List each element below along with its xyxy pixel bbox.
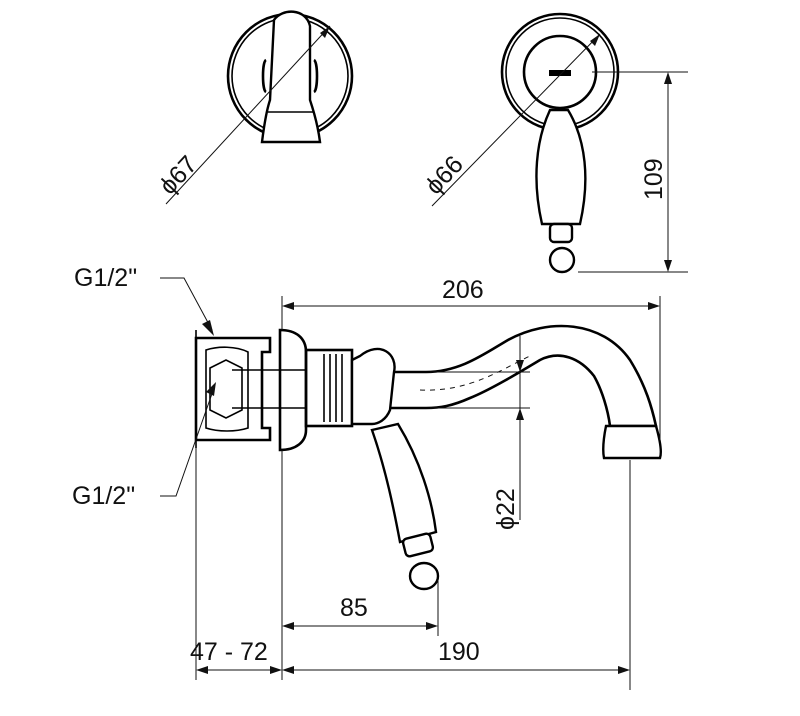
dim109-label: 109 <box>640 158 668 200</box>
lever-body <box>350 347 396 426</box>
dim4772-label: 47 - 72 <box>190 638 268 666</box>
thread-top-arrow <box>202 320 214 336</box>
front-view: ϕ67 <box>154 10 354 205</box>
thread-bottom-arrow <box>206 382 216 396</box>
dia67-label: ϕ67 <box>154 150 203 200</box>
rear-handle-collar <box>548 222 574 244</box>
thread-bottom-label: G1/2" <box>72 482 135 510</box>
dia66-arrowhead <box>590 34 600 46</box>
lever-knob <box>408 561 440 591</box>
dim4772-arrow-left <box>196 666 208 674</box>
dim206-label: 206 <box>442 276 484 304</box>
dim190-label: 190 <box>438 638 480 666</box>
rear-screw-slot <box>549 70 571 76</box>
front-body-right <box>312 58 319 94</box>
dim4772-arrow-right <box>270 666 282 674</box>
dim190-arrow-right <box>618 666 630 674</box>
inlet-nut <box>209 359 243 419</box>
dim85-arrow-left <box>282 622 294 630</box>
dim190-arrow-left <box>282 666 294 674</box>
dim206-arrow-left <box>282 302 294 310</box>
front-handle <box>260 10 322 144</box>
lever-grip <box>370 422 438 544</box>
dia67-leader <box>165 25 331 205</box>
dia22-label: ϕ22 <box>492 488 520 530</box>
side-view: 206 G1/2" G1/2" ϕ22 85 47 - 72 <box>72 264 662 690</box>
dim109-arrow-bottom <box>664 260 672 272</box>
thread-top-label: G1/2" <box>74 264 137 292</box>
rear-view: ϕ66 109 <box>420 12 688 274</box>
wall-connector <box>194 336 272 442</box>
dia22-arrow-top <box>516 360 524 372</box>
spout-aerator <box>601 424 662 460</box>
thread-bottom-leader <box>160 387 215 497</box>
dim85-label: 85 <box>340 594 368 622</box>
spout-centerline <box>419 355 531 391</box>
dia66-label: ϕ66 <box>420 150 469 200</box>
dia22-arrow-bottom <box>516 408 524 420</box>
dia66-leader <box>431 33 601 207</box>
dim109-arrow-top <box>664 72 672 84</box>
lever-collar <box>401 532 435 558</box>
mixer-body <box>304 348 354 428</box>
thread-top-leader <box>160 277 213 331</box>
front-body-left <box>261 58 268 94</box>
side-rosette <box>278 328 308 452</box>
spout <box>352 324 658 428</box>
rear-handle <box>535 108 587 226</box>
rear-handle-knob <box>548 246 576 274</box>
dia67-arrowhead <box>320 26 330 38</box>
inlet-cap <box>205 346 249 432</box>
dim206-arrow-right <box>648 302 660 310</box>
dim85-arrow-right <box>426 622 438 630</box>
